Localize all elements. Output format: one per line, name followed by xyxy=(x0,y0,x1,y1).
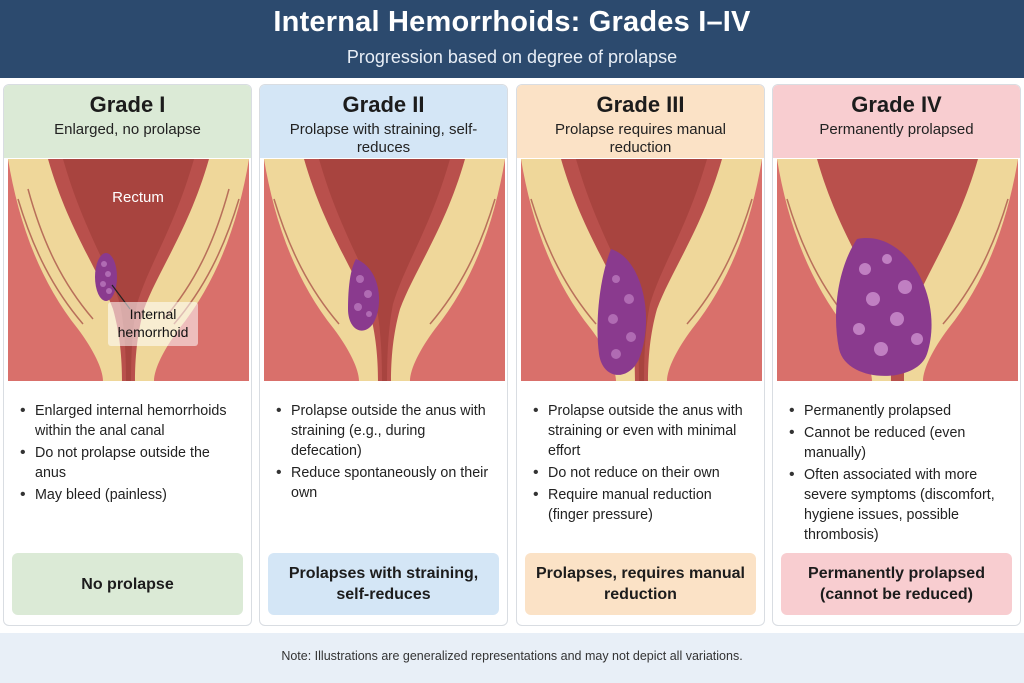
grade-card-header: Grade I Enlarged, no prolapse xyxy=(4,85,251,158)
list-item: Reduce spontaneously on their own xyxy=(274,463,499,503)
grade-description: Enlarged, no prolapse xyxy=(54,121,201,138)
grade-title: Grade IV xyxy=(851,92,942,117)
feature-list: Enlarged internal hemorrhoids within the… xyxy=(18,401,243,507)
feature-list: Prolapse outside the anus with straining… xyxy=(531,401,756,527)
list-item: Do not prolapse outside the anus xyxy=(18,443,243,483)
grade-cards: Grade I Enlarged, no prolapse xyxy=(0,84,1024,630)
list-item: Permanently prolapsed xyxy=(787,401,1012,421)
anal-canal-cross-section xyxy=(521,159,762,381)
anatomy-illustration xyxy=(521,159,762,381)
grade-description: Permanently prolapsed xyxy=(819,121,974,138)
summary-badge: Prolapses with straining, self-reduces xyxy=(268,553,499,615)
footer-note: Note: Illustrations are generalized repr… xyxy=(0,633,1024,683)
anal-canal-cross-section xyxy=(264,159,505,381)
grade-card-3: Grade III Prolapse requires manual reduc… xyxy=(516,84,765,626)
grade-title: Grade III xyxy=(596,92,685,117)
list-item: Require manual reduction (finger pressur… xyxy=(531,485,756,525)
anal-canal-cross-section xyxy=(777,159,1018,381)
rectum-label: Rectum xyxy=(112,189,164,206)
anatomy-illustration xyxy=(264,159,505,381)
summary-badge: Prolapses, requires manual reduction xyxy=(525,553,756,615)
grade-card-2: Grade II Prolapse with straining, self-r… xyxy=(259,84,508,626)
list-item: Prolapse outside the anus with straining… xyxy=(274,401,499,461)
header-banner: Internal Hemorrhoids: Grades I–IV Progre… xyxy=(0,0,1024,78)
anatomy-illustration: Rectum Internal hemorrhoid xyxy=(8,159,249,381)
feature-list: Permanently prolapsed Cannot be reduced … xyxy=(787,401,1012,547)
grade-card-header: Grade III Prolapse requires manual reduc… xyxy=(517,85,764,158)
page-title: Internal Hemorrhoids: Grades I–IV xyxy=(273,6,751,38)
list-item: Often associated with more severe sympto… xyxy=(787,465,1012,545)
grade-description: Prolapse requires manual reduction xyxy=(555,121,726,156)
feature-list: Prolapse outside the anus with straining… xyxy=(274,401,499,505)
summary-badge: Permanently prolapsed (cannot be reduced… xyxy=(781,553,1012,615)
internal-hemorrhoid-label: Internal hemorrhoid xyxy=(108,302,198,346)
list-item: May bleed (painless) xyxy=(18,485,243,505)
list-item: Enlarged internal hemorrhoids within the… xyxy=(18,401,243,441)
list-item: Do not reduce on their own xyxy=(531,463,756,483)
grade-description: Prolapse with straining, self-reduces xyxy=(289,121,478,156)
list-item: Cannot be reduced (even manually) xyxy=(787,423,1012,463)
page-subtitle: Progression based on degree of prolapse xyxy=(346,47,678,67)
grade-card-1: Grade I Enlarged, no prolapse xyxy=(3,84,252,626)
grade-card-4: Grade IV Permanently prolapsed xyxy=(772,84,1021,626)
grade-title: Grade II xyxy=(342,92,425,117)
anatomy-illustration xyxy=(777,159,1018,381)
grade-title: Grade I xyxy=(89,92,166,117)
grade-card-header: Grade II Prolapse with straining, self-r… xyxy=(260,85,507,158)
summary-badge: No prolapse xyxy=(12,553,243,615)
list-item: Prolapse outside the anus with straining… xyxy=(531,401,756,461)
grade-card-header: Grade IV Permanently prolapsed xyxy=(773,85,1020,158)
